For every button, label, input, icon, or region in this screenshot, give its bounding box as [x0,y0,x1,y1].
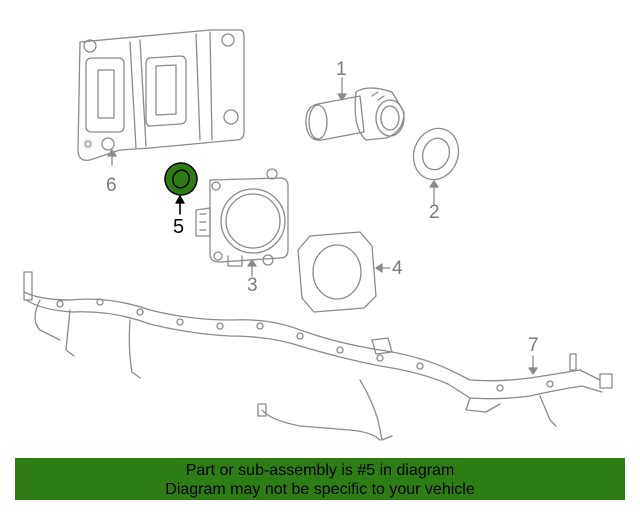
callout-3: 3 [247,275,258,296]
part-7-harness[interactable] [23,271,613,441]
banner-line-2: Diagram may not be specific to your vehi… [165,481,475,498]
part-3-module[interactable] [195,168,289,267]
part-5-seal[interactable] [160,158,203,201]
callout-4: 4 [392,258,403,279]
part-4-plate[interactable] [297,231,377,313]
callout-2: 2 [429,202,440,223]
part-6-bracket[interactable] [77,29,245,161]
info-banner: Part or sub-assembly is #5 in diagram Di… [15,458,625,500]
part-2-ring[interactable] [406,122,465,186]
callout-5: 5 [173,216,185,238]
callout-7: 7 [528,335,539,356]
banner-line-1: Part or sub-assembly is #5 in diagram [185,462,455,479]
callout-1: 1 [336,59,347,80]
part-1-sensor[interactable] [305,87,405,141]
callout-6: 6 [106,175,117,196]
